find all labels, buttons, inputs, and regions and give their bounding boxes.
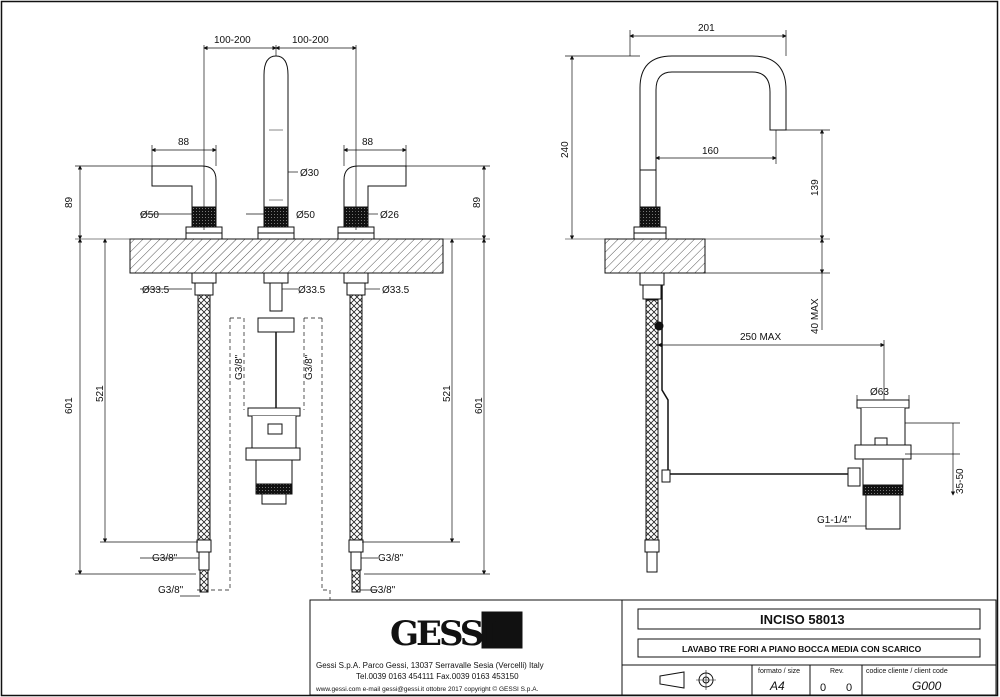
dim-total-right: 601	[474, 397, 485, 414]
dim-waste-height: 35-50	[955, 468, 966, 494]
dim-total-left: 601	[64, 397, 75, 414]
product-code: INCISO 58013	[760, 612, 845, 627]
projection-symbol-icon	[659, 671, 685, 689]
pop-up-waste-side	[856, 399, 910, 409]
dim-handle-left: 88	[178, 137, 190, 148]
dim-side-height: 240	[560, 141, 571, 158]
gessi-logo: GESSI	[390, 614, 496, 654]
rev-value-1: 0	[820, 682, 826, 694]
dim-body-center: Ø50	[296, 210, 315, 221]
logo-block	[481, 611, 523, 649]
dim-conn-right-2: G3/8"	[370, 585, 396, 596]
right-handle-front	[343, 165, 407, 208]
dim-pipe-right: G3/8"	[304, 354, 315, 380]
dim-shank-left: Ø33.5	[142, 285, 170, 296]
dim-height-right: 89	[472, 196, 483, 208]
dim-spout-diam: Ø30	[300, 168, 319, 179]
dim-reach: 201	[698, 23, 715, 34]
rev-label: Rev.	[830, 668, 844, 675]
countertop-front	[129, 238, 444, 274]
dim-conn-right-1: G3/8"	[378, 553, 404, 564]
left-hose	[197, 294, 211, 541]
company-phone: Tel.0039 0163 454111 Fax.0039 0163 45315…	[356, 672, 519, 681]
rev-value-2: 0	[846, 682, 852, 694]
format-label: formato / size	[758, 668, 800, 675]
side-labels: 201 240 160 139 40 MAX 250 MAX Ø63 35-50…	[560, 23, 966, 526]
front-view	[75, 55, 490, 601]
dim-conn-left-1: G3/8"	[152, 553, 178, 564]
company-address: Gessi S.p.A. Parco Gessi, 13037 Serraval…	[316, 661, 544, 670]
dim-height-left: 89	[64, 196, 75, 208]
product-description: LAVABO TRE FORI A PIANO BOCCA MEDIA CON …	[682, 644, 922, 654]
title-block-text: GESSI INCISO 58013 LAVABO TRE FORI A PIA…	[315, 612, 948, 694]
dim-hose-right: 521	[442, 385, 453, 402]
spout-side	[639, 55, 787, 228]
dim-waste-diam: Ø63	[870, 387, 889, 398]
dim-handle-right: 88	[362, 137, 374, 148]
dim-spacing-left: 100-200	[214, 35, 251, 46]
dim-hose-left: 521	[95, 385, 106, 402]
dim-pipe-left: G3/8"	[234, 354, 245, 380]
dim-body-right: Ø26	[380, 210, 399, 221]
dim-waste-reach: 250 MAX	[740, 332, 781, 343]
client-code-label: codice cliente / client code	[866, 668, 948, 675]
dim-deck-max: 40 MAX	[810, 298, 821, 334]
side-hose	[645, 299, 659, 541]
front-labels: 100-200 100-200 88 88 Ø30 Ø50 Ø50 Ø26 89…	[64, 35, 485, 596]
title-block	[309, 599, 997, 696]
dim-spacing-right: 100-200	[292, 35, 329, 46]
countertop-side	[604, 238, 706, 274]
dim-lever-height: 139	[810, 179, 821, 196]
dim-body-left: Ø50	[140, 210, 159, 221]
dim-shank-center: Ø33.5	[298, 285, 326, 296]
pop-up-waste-front	[247, 407, 301, 417]
company-web: www.gessi.com e-mail gessi@gessi.it otto…	[315, 685, 539, 693]
dim-shank-right: Ø33.5	[382, 285, 410, 296]
client-code-value: G000	[912, 679, 942, 693]
format-value: A4	[769, 679, 785, 693]
dim-conn-left-2: G3/8"	[158, 585, 184, 596]
right-hose	[349, 294, 363, 541]
front-dimensions	[75, 45, 490, 597]
side-dimensions	[565, 30, 960, 527]
dim-waste-thread: G1-1/4"	[817, 515, 852, 526]
left-handle-front	[151, 165, 217, 208]
dim-lever-reach: 160	[702, 146, 719, 157]
spout-front	[263, 55, 289, 228]
side-view	[565, 55, 912, 573]
